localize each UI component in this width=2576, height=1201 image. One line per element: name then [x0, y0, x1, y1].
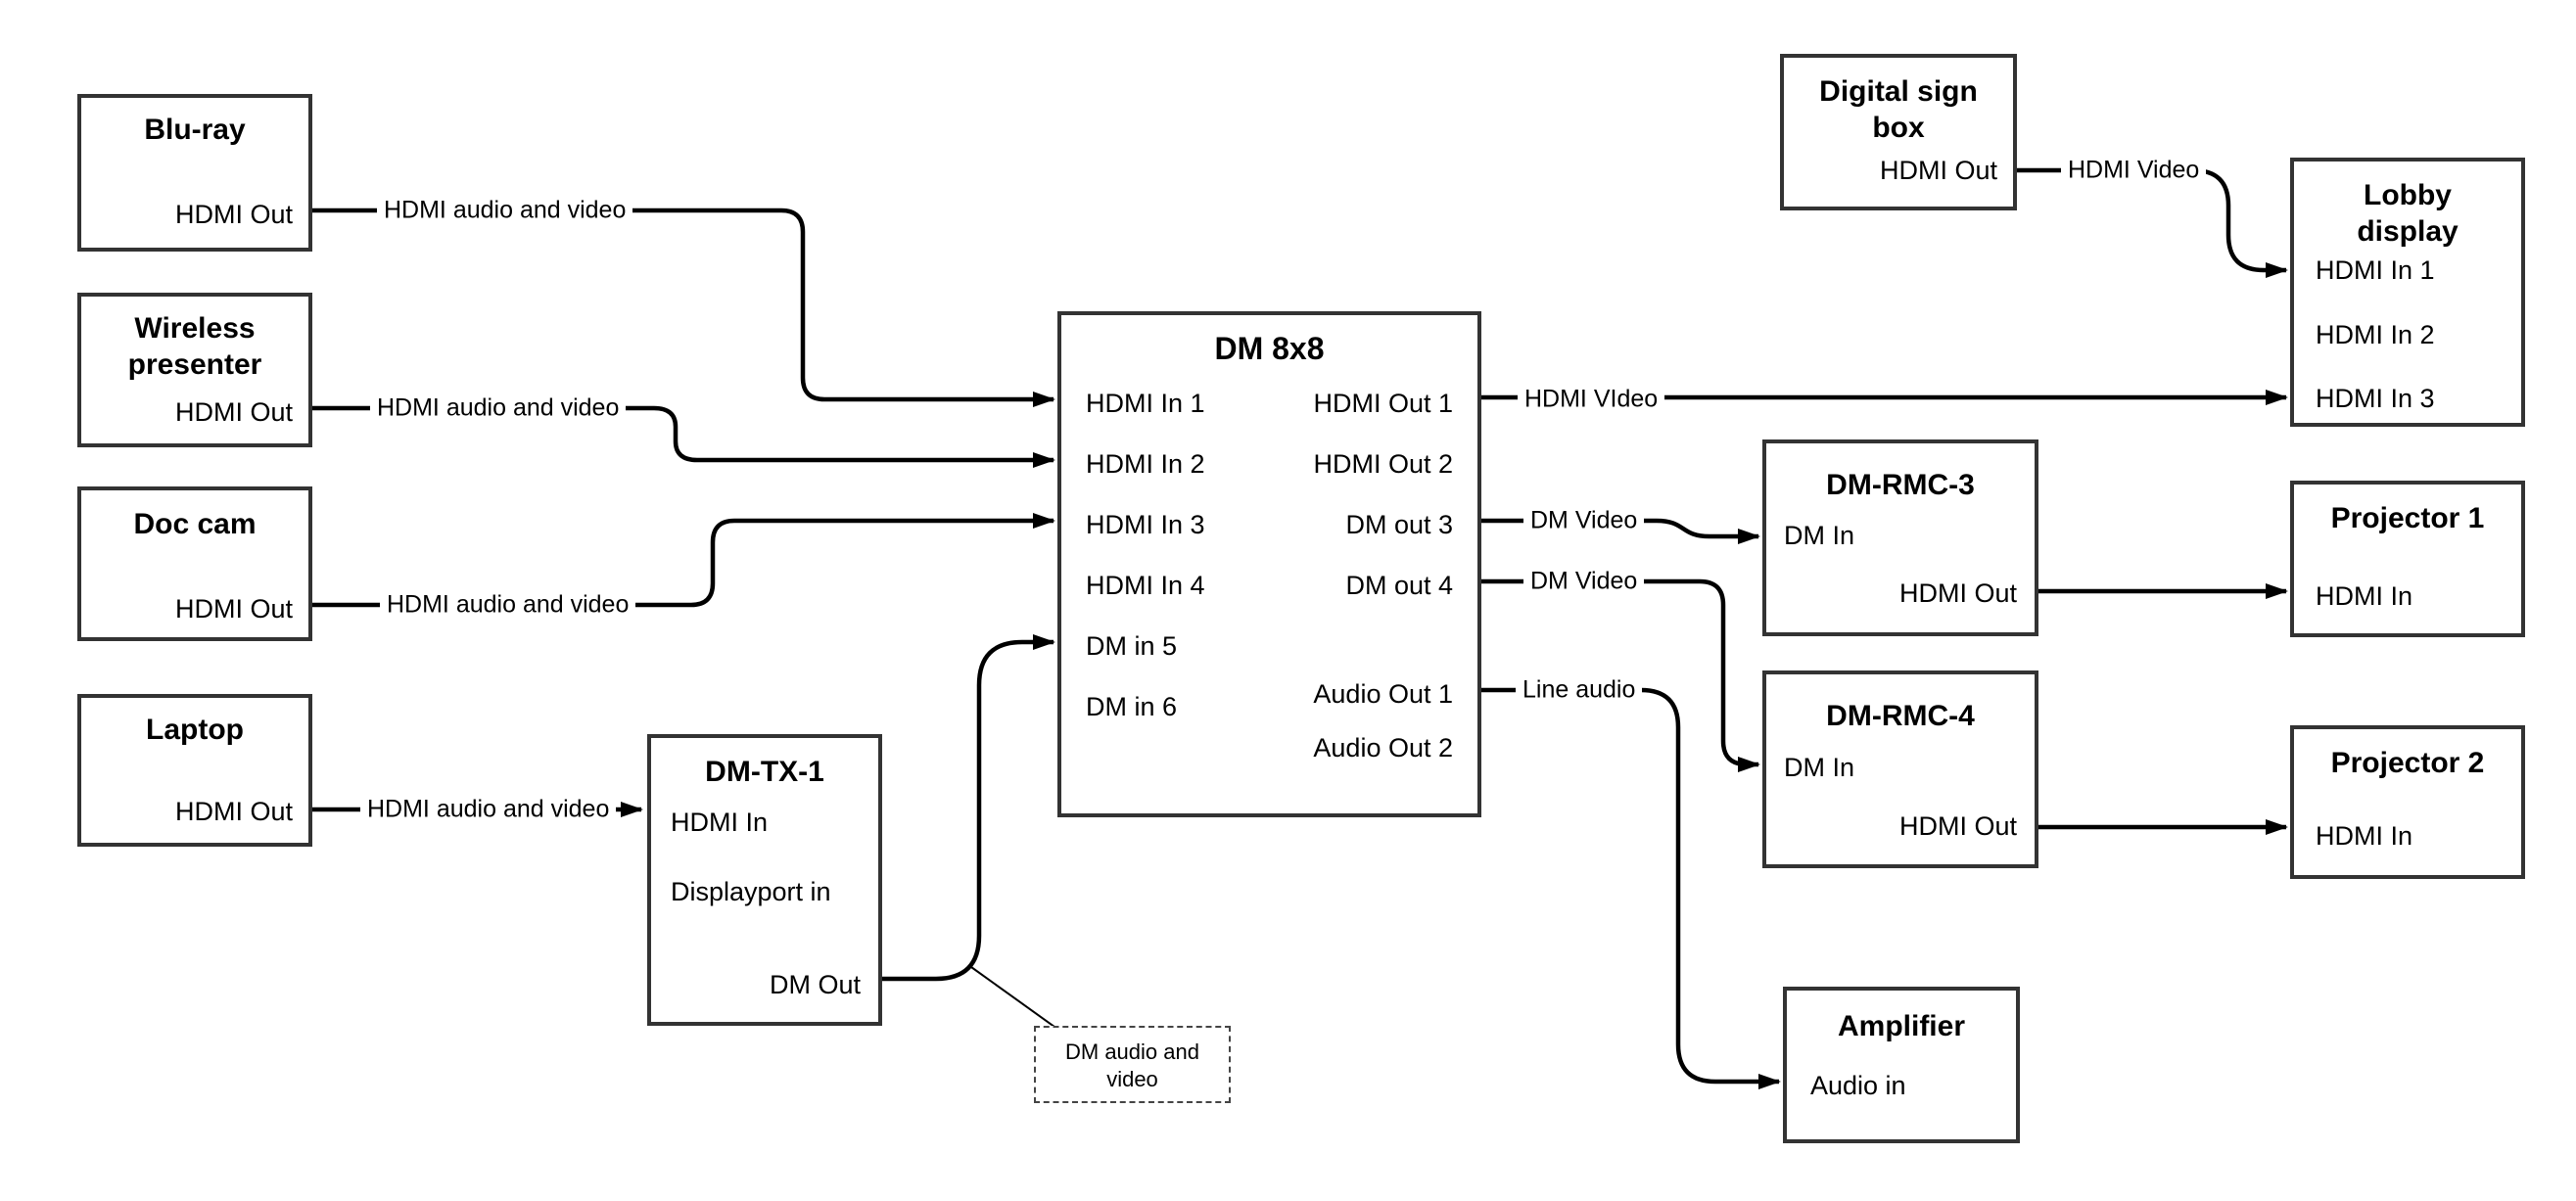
- device-title: DM-RMC-4: [1826, 700, 1975, 732]
- device-box-doc-cam: Doc cam HDMI Out: [77, 486, 312, 641]
- device-box-dm-8x8-switcher: DM 8x8 HDMI In 1 HDMI In 2 HDMI In 3 HDM…: [1057, 311, 1481, 817]
- wire-doccam-to-dm8x8-in3: [312, 513, 1055, 608]
- port-hdmi-out-1: HDMI Out 1: [1313, 389, 1453, 418]
- port-hdmi-out: HDMI Out: [1898, 578, 2017, 608]
- device-box-lobby-display: Lobby display HDMI In 1 HDMI In 2 HDMI I…: [2290, 158, 2525, 427]
- device-box-wireless-presenter: Wireless presenter HDMI Out: [77, 293, 312, 447]
- wire-signbox-to-lobby-in1: [2017, 167, 2288, 278]
- wire-label-laptop-hdmi: HDMI audio and video: [360, 796, 617, 823]
- port-displayport-in: Displayport in: [671, 877, 831, 906]
- port-dm-out-4: DM out 4: [1345, 571, 1453, 600]
- device-title: Amplifier: [1837, 1010, 1966, 1042]
- device-title: DM-TX-1: [705, 756, 824, 788]
- port-hdmi-out: HDMI Out: [174, 200, 293, 229]
- device-box-amplifier: Amplifier Audio in: [1783, 987, 2020, 1143]
- device-box-digital-sign-box: Digital sign box HDMI Out: [1780, 54, 2017, 210]
- device-title: Digital sign box: [1819, 75, 1978, 144]
- port-hdmi-out: HDMI Out: [174, 397, 293, 427]
- device-title: Blu-ray: [144, 114, 246, 146]
- device-title: Lobby display: [2357, 179, 2459, 248]
- port-dm-in-6: DM in 6: [1086, 692, 1178, 721]
- device-title: Wireless presenter: [127, 312, 262, 381]
- port-hdmi-out: HDMI Out: [1898, 811, 2017, 841]
- wire-label-bluray-hdmi: HDMI audio and video: [377, 197, 633, 224]
- port-hdmi-out: HDMI Out: [174, 594, 293, 624]
- port-hdmi-in-4: HDMI In 4: [1086, 571, 1205, 600]
- port-hdmi-out: HDMI Out: [1879, 156, 1997, 185]
- device-box-projector-1: Projector 1 HDMI In: [2290, 481, 2525, 637]
- port-hdmi-in-3: HDMI In 3: [1086, 510, 1205, 539]
- wire-dm8x8-out4-to-rmc4: [1481, 578, 1760, 772]
- note-dm-audio-and-video: DM audio and video: [1034, 1026, 1231, 1103]
- port-hdmi-out: HDMI Out: [174, 797, 293, 826]
- port-hdmi-in-3: HDMI In 3: [2316, 384, 2435, 413]
- port-hdmi-in-1: HDMI In 1: [2316, 255, 2435, 285]
- wire-label-dm-video-out4: DM Video: [1523, 568, 1645, 595]
- wire-label-line-audio: Line audio: [1516, 676, 1643, 704]
- port-hdmi-out-2: HDMI Out 2: [1313, 449, 1453, 479]
- device-box-projector-2: Projector 2 HDMI In: [2290, 725, 2525, 879]
- device-title: Laptop: [146, 714, 244, 746]
- port-hdmi-in: HDMI In: [671, 808, 769, 837]
- device-box-laptop: Laptop HDMI Out: [77, 694, 312, 847]
- device-title: DM-RMC-3: [1826, 469, 1975, 501]
- port-dm-out-3: DM out 3: [1345, 510, 1453, 539]
- wire-label-dm-video-out3: DM Video: [1523, 507, 1645, 534]
- port-hdmi-in-2: HDMI In 2: [2316, 320, 2435, 349]
- port-audio-out-1: Audio Out 1: [1313, 679, 1453, 709]
- port-dm-in-5: DM in 5: [1086, 631, 1178, 661]
- port-audio-in: Audio in: [1810, 1071, 1906, 1100]
- device-title: Projector 2: [2330, 747, 2485, 779]
- port-dm-out: DM Out: [769, 970, 861, 999]
- device-title: Doc cam: [133, 508, 257, 540]
- wire-dm8x8-out3-to-rmc3: [1481, 518, 1760, 544]
- device-box-bluray: Blu-ray HDMI Out: [77, 94, 312, 252]
- wire-bluray-to-dm8x8-in1: [312, 208, 1055, 407]
- port-dm-in: DM In: [1784, 753, 1855, 782]
- device-box-dm-rmc-4: DM-RMC-4 DM In HDMI Out: [1762, 670, 2038, 868]
- wire-label-hdmi-video-signbox: HDMI Video: [2061, 157, 2207, 184]
- note-callout-line: [970, 966, 1062, 1033]
- wire-dmtx1-to-dm8x8-in5: [882, 634, 1055, 982]
- port-hdmi-in-2: HDMI In 2: [1086, 449, 1205, 479]
- port-dm-in: DM In: [1784, 521, 1855, 550]
- wire-label-wireless-hdmi: HDMI audio and video: [370, 394, 627, 422]
- device-box-dm-rmc-3: DM-RMC-3 DM In HDMI Out: [1762, 439, 2038, 636]
- port-hdmi-in-1: HDMI In 1: [1086, 389, 1205, 418]
- port-hdmi-in: HDMI In: [2316, 821, 2413, 851]
- wire-label-hdmi-video-out1: HDMI VIdeo: [1518, 386, 1665, 413]
- wire-wireless-to-dm8x8-in2: [312, 405, 1055, 468]
- wire-label-doccam-hdmi: HDMI audio and video: [380, 591, 636, 619]
- device-title: Projector 1: [2330, 502, 2485, 534]
- device-box-dm-tx-1: DM-TX-1 HDMI In Displayport in DM Out: [647, 734, 882, 1026]
- port-hdmi-in: HDMI In: [2316, 581, 2413, 611]
- device-title: DM 8x8: [1214, 331, 1325, 366]
- wire-dm8x8-audio1-to-amplifier: [1481, 687, 1781, 1089]
- port-audio-out-2: Audio Out 2: [1313, 733, 1453, 762]
